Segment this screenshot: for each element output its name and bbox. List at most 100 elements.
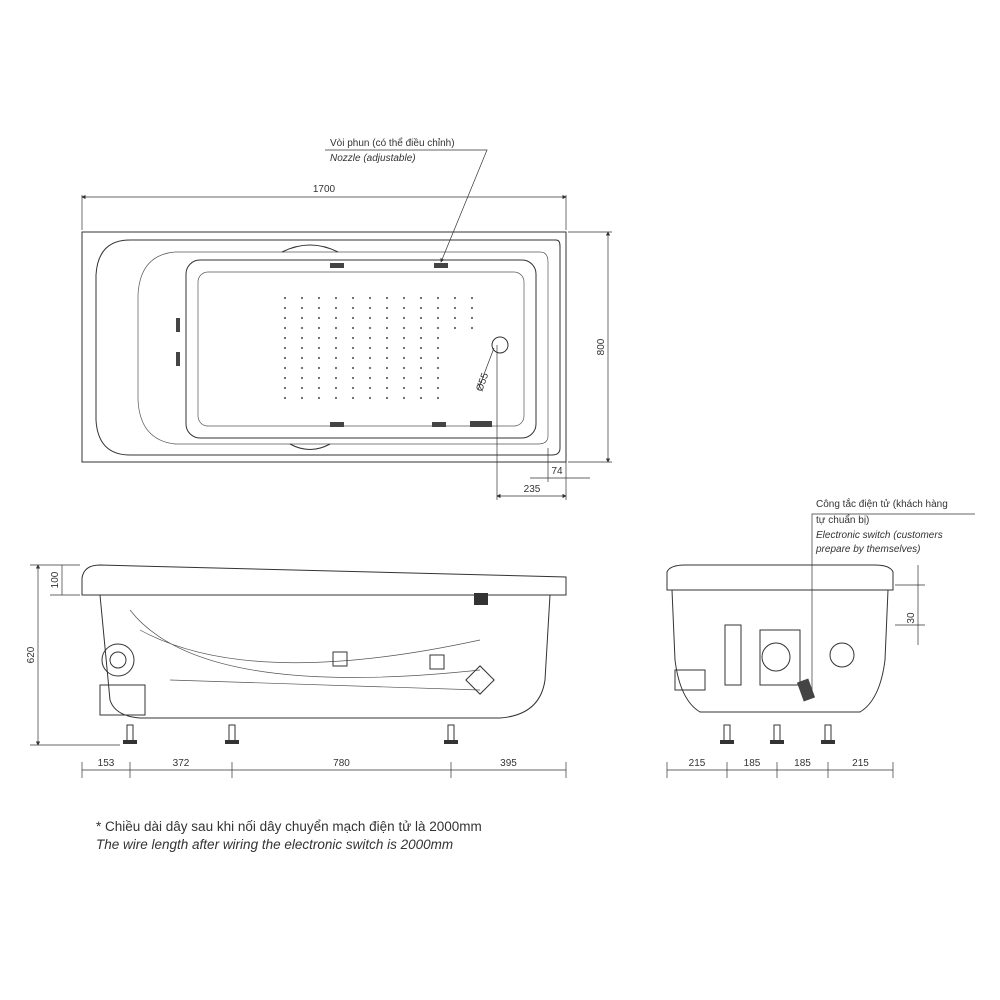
dot <box>385 376 389 380</box>
dot <box>402 346 406 350</box>
dot <box>300 326 304 330</box>
wire-note: * Chiều dài dây sau khi nối dây chuyển m… <box>96 818 482 854</box>
drain-diameter: Ø55 <box>474 371 491 393</box>
dim-width: 800 <box>596 338 607 355</box>
dot <box>402 396 406 400</box>
dot <box>283 346 287 350</box>
dot <box>436 296 440 300</box>
dot <box>453 316 457 320</box>
dot <box>317 356 321 360</box>
end-view: Công tắc điện tử (khách hàng tự chuẩn bị… <box>666 497 975 778</box>
dot <box>334 346 338 350</box>
dot <box>385 346 389 350</box>
dot <box>368 396 372 400</box>
dot <box>317 336 321 340</box>
dot <box>334 386 338 390</box>
dot <box>317 296 321 300</box>
dot <box>419 366 423 370</box>
dot <box>300 376 304 380</box>
top-view: 1700 800 74 235 Ø55 Vòi phun (có thể điề… <box>81 137 612 500</box>
dot <box>317 326 321 330</box>
dot <box>402 296 406 300</box>
dot <box>368 296 372 300</box>
dot <box>436 376 440 380</box>
dot <box>283 336 287 340</box>
dot <box>385 366 389 370</box>
dot <box>402 326 406 330</box>
dot <box>300 366 304 370</box>
drain <box>491 336 509 354</box>
dot <box>283 296 287 300</box>
dot <box>334 316 338 320</box>
dot <box>402 316 406 320</box>
dim-end-rim: 30 <box>906 612 917 624</box>
dot <box>368 366 372 370</box>
dot <box>385 356 389 360</box>
nozzle-label-en: Nozzle (adjustable) <box>330 153 416 164</box>
wire-note-en: The wire length after wiring the electro… <box>96 837 454 852</box>
dot <box>436 386 440 390</box>
dot <box>334 306 338 310</box>
dim-rim: 100 <box>50 571 61 588</box>
dot <box>334 376 338 380</box>
dot <box>470 306 474 310</box>
dot <box>419 306 423 310</box>
dot <box>300 396 304 400</box>
dim-label: 372 <box>173 758 190 769</box>
dot <box>419 326 423 330</box>
dot <box>385 396 389 400</box>
dot <box>300 316 304 320</box>
dot <box>334 336 338 340</box>
dot <box>351 386 355 390</box>
dot <box>436 366 440 370</box>
dot <box>368 386 372 390</box>
dot <box>419 336 423 340</box>
dot <box>283 356 287 360</box>
dot <box>402 366 406 370</box>
dot <box>351 306 355 310</box>
dot <box>317 386 321 390</box>
dot <box>283 376 287 380</box>
dot <box>283 326 287 330</box>
dot <box>317 316 321 320</box>
dot <box>351 346 355 350</box>
dot <box>402 336 406 340</box>
dim-235: 235 <box>524 484 541 495</box>
dot <box>300 306 304 310</box>
dot <box>351 316 355 320</box>
dim-length: 1700 <box>313 184 336 195</box>
dim-label: 215 <box>689 758 706 769</box>
dot <box>300 336 304 340</box>
dim-label: 215 <box>852 758 869 769</box>
dot <box>436 356 440 360</box>
dot <box>385 316 389 320</box>
dot <box>402 356 406 360</box>
dot <box>470 296 474 300</box>
dot <box>436 316 440 320</box>
dot <box>334 366 338 370</box>
dot <box>300 356 304 360</box>
dot <box>419 386 423 390</box>
dot <box>351 296 355 300</box>
dot <box>317 366 321 370</box>
dot <box>368 376 372 380</box>
dot <box>419 356 423 360</box>
dot <box>436 396 440 400</box>
dot <box>419 316 423 320</box>
dot <box>368 316 372 320</box>
dim-label: 185 <box>744 758 761 769</box>
dot <box>334 296 338 300</box>
dot <box>453 306 457 310</box>
dot <box>470 316 474 320</box>
dot <box>419 346 423 350</box>
switch-label-vi-2: tự chuẩn bị) <box>816 514 869 526</box>
dot <box>351 376 355 380</box>
massage-dots <box>283 296 474 400</box>
dot <box>436 346 440 350</box>
dot <box>470 326 474 330</box>
switch-label-en-1: Electronic switch (customers <box>816 530 943 541</box>
dot <box>385 336 389 340</box>
dot <box>283 366 287 370</box>
